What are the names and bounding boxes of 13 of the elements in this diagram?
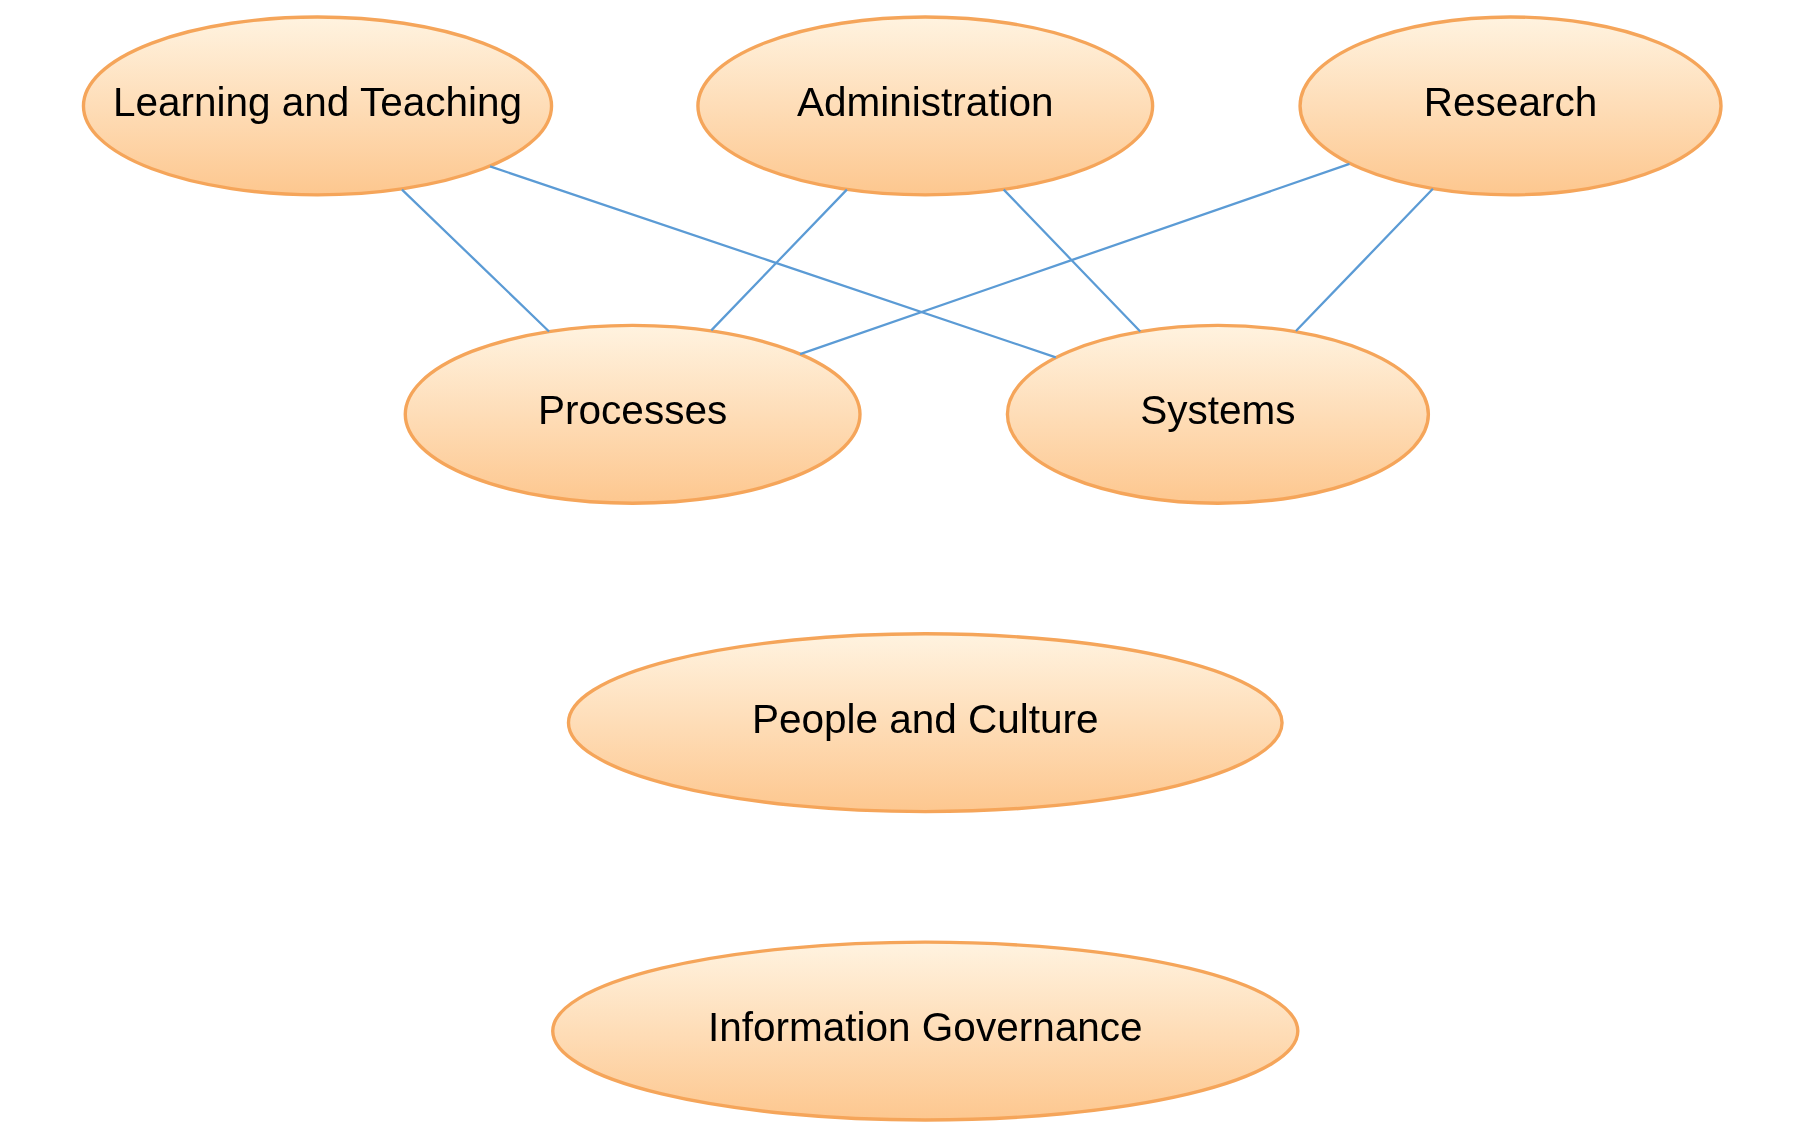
connector xyxy=(709,188,848,332)
connector xyxy=(1294,188,1434,332)
node-ellipse: Information Governance xyxy=(550,940,1299,1122)
node-ellipse: Research xyxy=(1297,15,1723,197)
connector xyxy=(1002,188,1141,333)
node-ellipse: Learning and Teaching xyxy=(81,15,553,197)
node-ellipse: Administration xyxy=(695,15,1154,197)
node-ellipse: Processes xyxy=(403,323,862,505)
node-ellipse: Systems xyxy=(1005,323,1430,505)
connector xyxy=(400,188,550,333)
node-ellipse: People and Culture xyxy=(566,632,1284,814)
connector xyxy=(799,162,1350,356)
connector xyxy=(489,165,1056,359)
